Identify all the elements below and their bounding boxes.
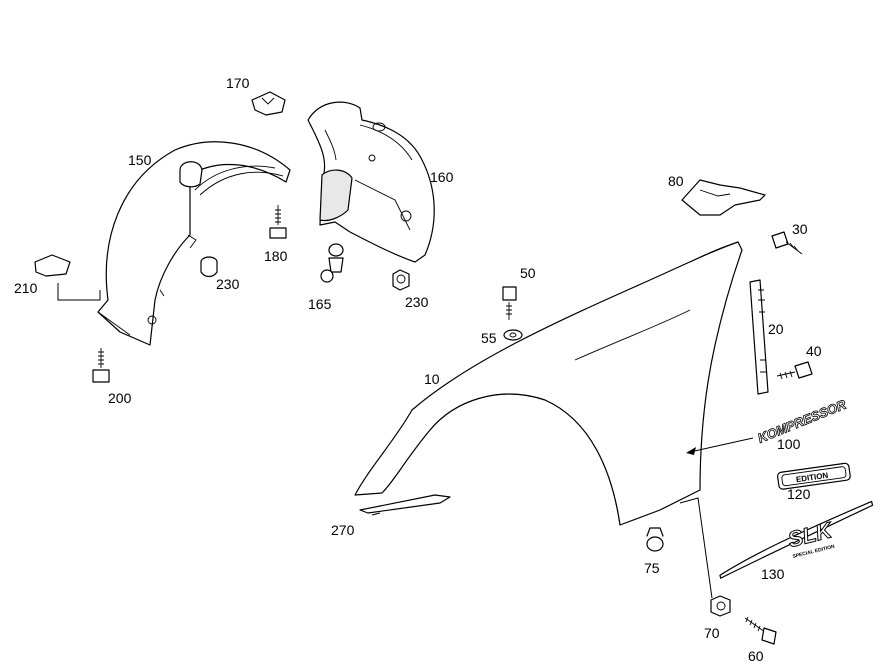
callout-55: 55	[481, 330, 497, 346]
nut-70	[710, 595, 731, 617]
edition-badge: EDITION	[776, 462, 851, 490]
callout-230-right: 230	[405, 294, 429, 310]
callout-230-left: 230	[216, 276, 240, 292]
callout-160: 160	[430, 169, 454, 185]
front-fender	[354, 241, 743, 526]
callout-20: 20	[768, 321, 784, 337]
trim-strip	[359, 494, 451, 514]
fender-support-rail	[749, 279, 769, 395]
callout-100: 100	[777, 436, 801, 452]
callout-165: 165	[308, 296, 332, 312]
screw-40	[776, 361, 813, 380]
screw-180	[269, 205, 287, 239]
clip-210	[34, 254, 71, 277]
callout-70: 70	[704, 625, 720, 641]
callout-170: 170	[226, 75, 250, 91]
callout-75: 75	[644, 560, 660, 576]
clip-75	[646, 527, 664, 552]
callout-210: 210	[14, 280, 38, 296]
fastener-165	[320, 243, 344, 283]
kompressor-arrow	[689, 437, 754, 453]
callout-200: 200	[108, 390, 132, 406]
screw-30	[771, 231, 803, 255]
callout-150: 150	[128, 152, 152, 168]
callout-130: 130	[761, 566, 785, 582]
callout-40: 40	[806, 343, 822, 359]
bolt-60	[744, 616, 777, 645]
callout-10: 10	[424, 371, 440, 387]
nut-230-left	[200, 256, 218, 278]
kompressor-emblem: KOMPRESSOR	[756, 396, 849, 445]
callout-270: 270	[331, 522, 355, 538]
screw-200	[92, 348, 110, 383]
wheel-arch-liner-left	[97, 141, 291, 346]
slk-emblem: SLK SPECIAL EDITION	[719, 500, 874, 579]
callout-80: 80	[668, 173, 684, 189]
callout-180: 180	[264, 248, 288, 264]
wheel-arch-liner-right	[307, 101, 435, 263]
nut-230-right	[392, 269, 410, 291]
washer-55	[503, 329, 523, 341]
callout-120: 120	[787, 486, 811, 502]
callout-50: 50	[520, 265, 536, 281]
screw-50	[502, 286, 517, 320]
callout-30: 30	[792, 221, 808, 237]
callout-60: 60	[748, 648, 764, 664]
fender-bracket	[681, 179, 766, 216]
